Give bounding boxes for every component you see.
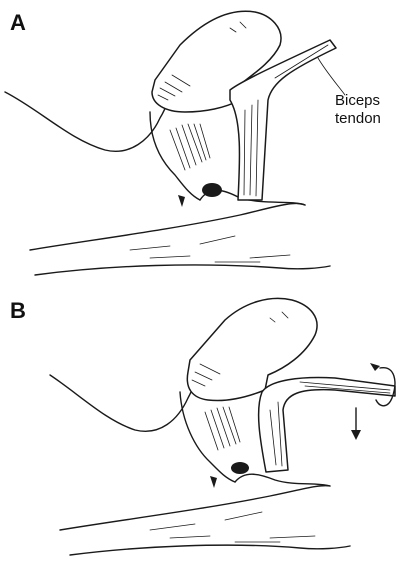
panel-a-scapula-outline <box>5 92 172 151</box>
panel-b-recess <box>231 462 249 474</box>
panel-a-shaft-hatching <box>130 236 290 262</box>
panel-a-humerus-upper <box>30 203 305 250</box>
biceps-tendon-label: Biceps tendon <box>335 92 381 128</box>
panel-b-humeral-head <box>235 474 330 486</box>
biceps-tendon-label-line1: Biceps <box>335 92 381 110</box>
panel-b-rotation-arrowhead <box>370 363 380 371</box>
panel-a-capsule-hatching <box>170 124 210 170</box>
panel-a-humerus-lower <box>35 265 330 275</box>
panel-b-arrow-small <box>210 476 217 488</box>
panel-b-humerus-lower <box>70 545 350 555</box>
panel-b-shaft-hatching <box>150 512 315 542</box>
panel-b-down-arrowhead <box>351 430 361 440</box>
panel-a-recess <box>202 183 222 197</box>
panel-a-letter: A <box>10 10 26 36</box>
biceps-tendon-label-line2: tendon <box>335 110 381 128</box>
panel-a-callout-leader <box>318 58 345 95</box>
panel-b-drawing <box>50 298 395 555</box>
panel-b-scapula-outline <box>50 372 200 431</box>
panel-b-letter: B <box>10 298 26 324</box>
panel-b-capsule-hatching <box>205 407 240 450</box>
panel-b-humerus-upper <box>60 486 330 530</box>
panel-a-arrow-small <box>178 195 185 207</box>
panel-a-drawing <box>5 11 345 275</box>
